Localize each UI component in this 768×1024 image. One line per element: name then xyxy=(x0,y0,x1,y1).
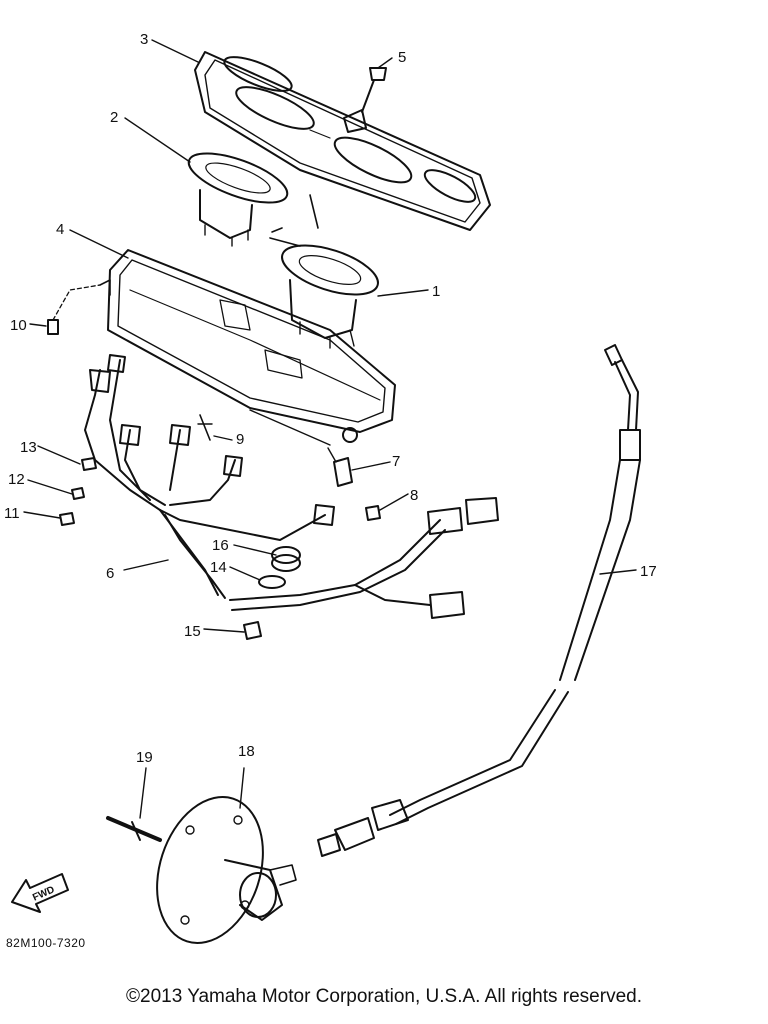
callout-6: 6 xyxy=(106,565,114,582)
callout-10: 10 xyxy=(10,317,27,334)
callout-13: 13 xyxy=(20,439,37,456)
wire-harness-part xyxy=(84,354,499,619)
speedometer-part xyxy=(269,194,379,349)
callout-18: 18 xyxy=(238,743,255,760)
callout-9: 9 xyxy=(236,431,244,448)
callout-4: 4 xyxy=(56,221,64,238)
pin-part xyxy=(106,816,162,842)
meter-cover-part xyxy=(194,51,491,231)
callout-14: 14 xyxy=(210,559,227,576)
leader-lines xyxy=(23,39,637,819)
fwd-arrow-icon xyxy=(11,873,69,913)
screw-part xyxy=(47,284,101,335)
meter-housing-part xyxy=(99,249,396,446)
callout-19: 19 xyxy=(136,749,153,766)
callout-16: 16 xyxy=(212,537,229,554)
parts-diagram: 3 5 2 4 1 10 9 7 8 13 12 11 16 14 6 17 1… xyxy=(4,31,657,944)
speedometer-cable-part xyxy=(317,344,641,857)
small-parts xyxy=(197,414,381,521)
gear-unit-part xyxy=(156,796,297,944)
grommets-part xyxy=(243,546,301,640)
callout-17: 17 xyxy=(640,563,657,580)
tachometer-part xyxy=(187,152,289,247)
callout-12: 12 xyxy=(8,471,25,488)
callout-2: 2 xyxy=(110,109,118,126)
bulbs-part xyxy=(59,457,97,526)
callout-11: 11 xyxy=(4,505,20,522)
trip-knob-part xyxy=(343,67,387,133)
callout-15: 15 xyxy=(184,623,201,640)
drawing-code: 82M100-7320 xyxy=(6,936,86,950)
callout-5: 5 xyxy=(398,49,406,66)
callout-7: 7 xyxy=(392,453,400,470)
callout-8: 8 xyxy=(410,487,418,504)
callout-1: 1 xyxy=(432,283,440,300)
callout-3: 3 xyxy=(140,31,148,48)
copyright-notice: ©2013 Yamaha Motor Corporation, U.S.A. A… xyxy=(126,986,642,1007)
